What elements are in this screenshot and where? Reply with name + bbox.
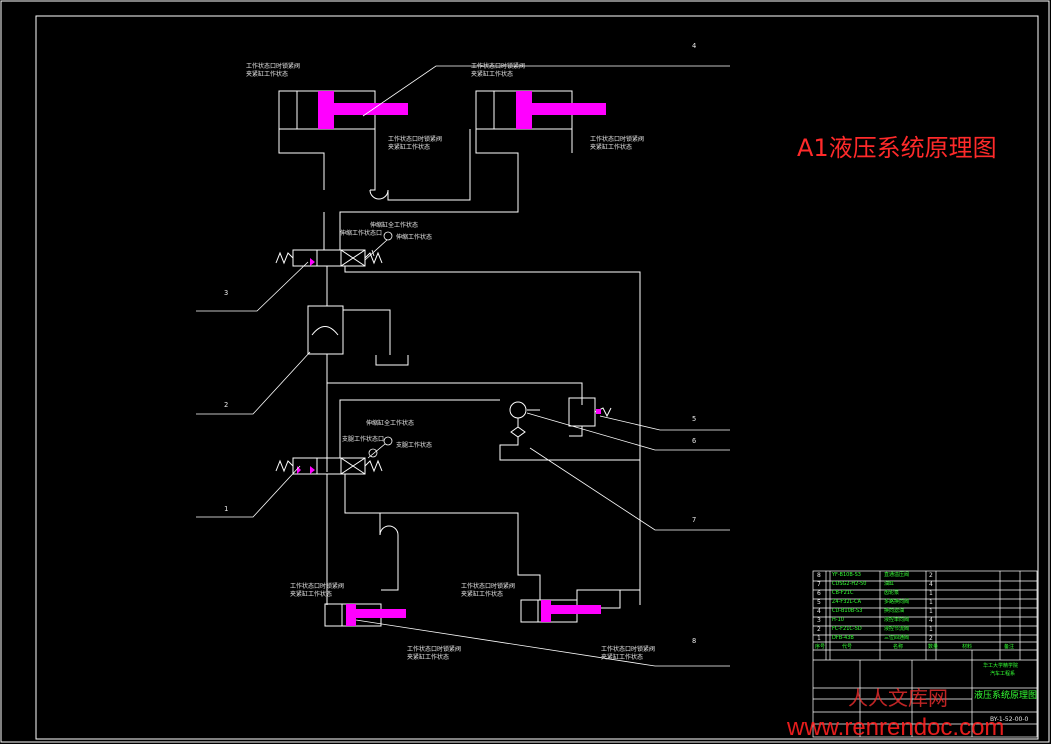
label-top-mid-2: 夹紧缸工作状态 — [471, 71, 514, 78]
parts-row-code: DFB-43B — [832, 635, 854, 641]
parts-row-name: 液控节流阀 — [884, 626, 910, 632]
callout-1: 1 — [224, 505, 229, 513]
label-top-left-foot-1: 工作状态口时锁紧阀 — [388, 136, 443, 143]
pump — [509, 401, 527, 419]
label-bot-left-foot-1: 工作状态口时锁紧阀 — [407, 646, 462, 653]
parts-row-code: FC-F21C-5D — [832, 626, 862, 632]
hydraulic-lines — [275, 90, 641, 627]
parts-row-qty: 1 — [929, 626, 933, 633]
label-top-mid-1: 工作状态口时锁紧阀 — [471, 63, 526, 70]
valve-top — [292, 249, 318, 267]
callout-5: 5 — [692, 415, 697, 423]
tb-header-no: 序号 — [815, 644, 826, 650]
parts-row-no: 2 — [817, 626, 821, 633]
watermark-cn: 人人文库网 — [848, 686, 948, 710]
parts-row-qty: 2 — [929, 572, 933, 579]
tb-header-material: 材料 — [962, 644, 973, 650]
parts-row-name: 三位四通阀 — [884, 635, 910, 641]
parts-row-no: 1 — [817, 635, 821, 642]
tb-header-note: 备注 — [1004, 644, 1015, 650]
callout-3: 3 — [224, 289, 229, 297]
parts-row-name: 油缸 — [884, 581, 895, 587]
magenta-pistons — [297, 91, 606, 626]
center-unit — [307, 305, 344, 355]
parts-row-no: 3 — [817, 617, 821, 624]
tb-school-2: 汽车工程系 — [990, 671, 1016, 677]
parts-row-name: 多路换向阀 — [884, 599, 910, 605]
label-top-left-foot-2: 夹紧缸工作状态 — [388, 144, 431, 151]
label-bot-left-1: 工作状态口时锁紧阀 — [290, 583, 345, 590]
label-top-left-2: 夹紧缸工作状态 — [246, 71, 289, 78]
parts-row-no: 6 — [817, 590, 821, 597]
tb-header-name: 名称 — [893, 644, 904, 650]
label-bot-left-foot-2: 夹紧缸工作状态 — [407, 654, 450, 661]
label-bot-mid-2: 夹紧缸工作状态 — [461, 591, 504, 598]
callout-2: 2 — [224, 401, 229, 409]
parts-row-code: YF-B10B-S3 — [832, 572, 861, 578]
watermark-url: www.renrendoc.com — [787, 714, 1005, 741]
parts-row-name: 直通溢压阀 — [884, 572, 910, 578]
parts-row-code: CB-F21C — [832, 590, 854, 596]
callout-7: 7 — [692, 516, 697, 524]
parts-row-no: 5 — [817, 599, 821, 606]
tb-drawing-no: BY-1-52-00-0 — [990, 716, 1029, 723]
parts-row-code: Z4-F32L-CA — [832, 599, 862, 605]
parts-row-no: 8 — [817, 572, 821, 579]
title-block — [812, 570, 1038, 738]
parts-row-qty: 1 — [929, 590, 933, 597]
valve-bottom — [292, 457, 318, 475]
parts-row-no: 7 — [817, 581, 821, 588]
parts-row-qty: 1 — [929, 608, 933, 615]
valve2-label-b: 支腿工作状态口 — [342, 436, 385, 443]
parts-row-qty: 4 — [929, 581, 933, 588]
tb-school-1: 华工大学精学院 — [983, 663, 1019, 669]
label-top-right-foot-2: 夹紧缸工作状态 — [590, 144, 633, 151]
parts-row-no: 4 — [817, 608, 821, 615]
label-top-right-foot-1: 工作状态口时锁紧阀 — [590, 136, 645, 143]
label-bot-mid-1: 工作状态口时锁紧阀 — [461, 583, 516, 590]
callout-4: 4 — [692, 42, 697, 50]
valve1-label-c: 伸缩工作状态 — [396, 234, 433, 241]
parts-row-qty: 1 — [929, 599, 933, 606]
drawing-title: A1液压系统原理图 — [797, 134, 997, 162]
parts-row-name: 液控单向阀 — [884, 617, 910, 623]
parts-row-qty: 2 — [929, 635, 933, 642]
parts-row-code: CD-B10B-S3 — [832, 608, 863, 614]
parts-row-code: H-10 — [832, 617, 844, 623]
callout-6: 6 — [692, 437, 697, 445]
label-bot-left-2: 夹紧缸工作状态 — [290, 591, 333, 598]
parts-row-code: CDSG2-H2-50 — [832, 581, 867, 587]
label-bot-right-foot-2: 夹紧缸工作状态 — [601, 654, 644, 661]
label-bot-right-foot-1: 工作状态口时锁紧阀 — [601, 646, 656, 653]
leader-lines — [196, 65, 730, 667]
label-top-left-1: 工作状态口时锁紧阀 — [246, 63, 301, 70]
callout-8: 8 — [692, 637, 697, 645]
tb-drawing-title: 液压系统原理图 — [974, 691, 1038, 701]
parts-row-name: 换向滤油 — [884, 608, 905, 614]
parts-row-qty: 4 — [929, 617, 933, 624]
tb-header-qty: 数量 — [928, 644, 939, 650]
valve1-label-b: 伸缩工作状态口 — [340, 230, 383, 237]
tb-header-code: 代号 — [842, 644, 853, 650]
valve1-label-a: 伸缩缸全工作状态 — [370, 222, 419, 229]
valve2-label-a: 伸缩缸全工作状态 — [366, 420, 415, 427]
valve2-label-c: 支腿工作状态 — [396, 442, 433, 449]
parts-row-name: 齿轮泵 — [884, 590, 900, 596]
